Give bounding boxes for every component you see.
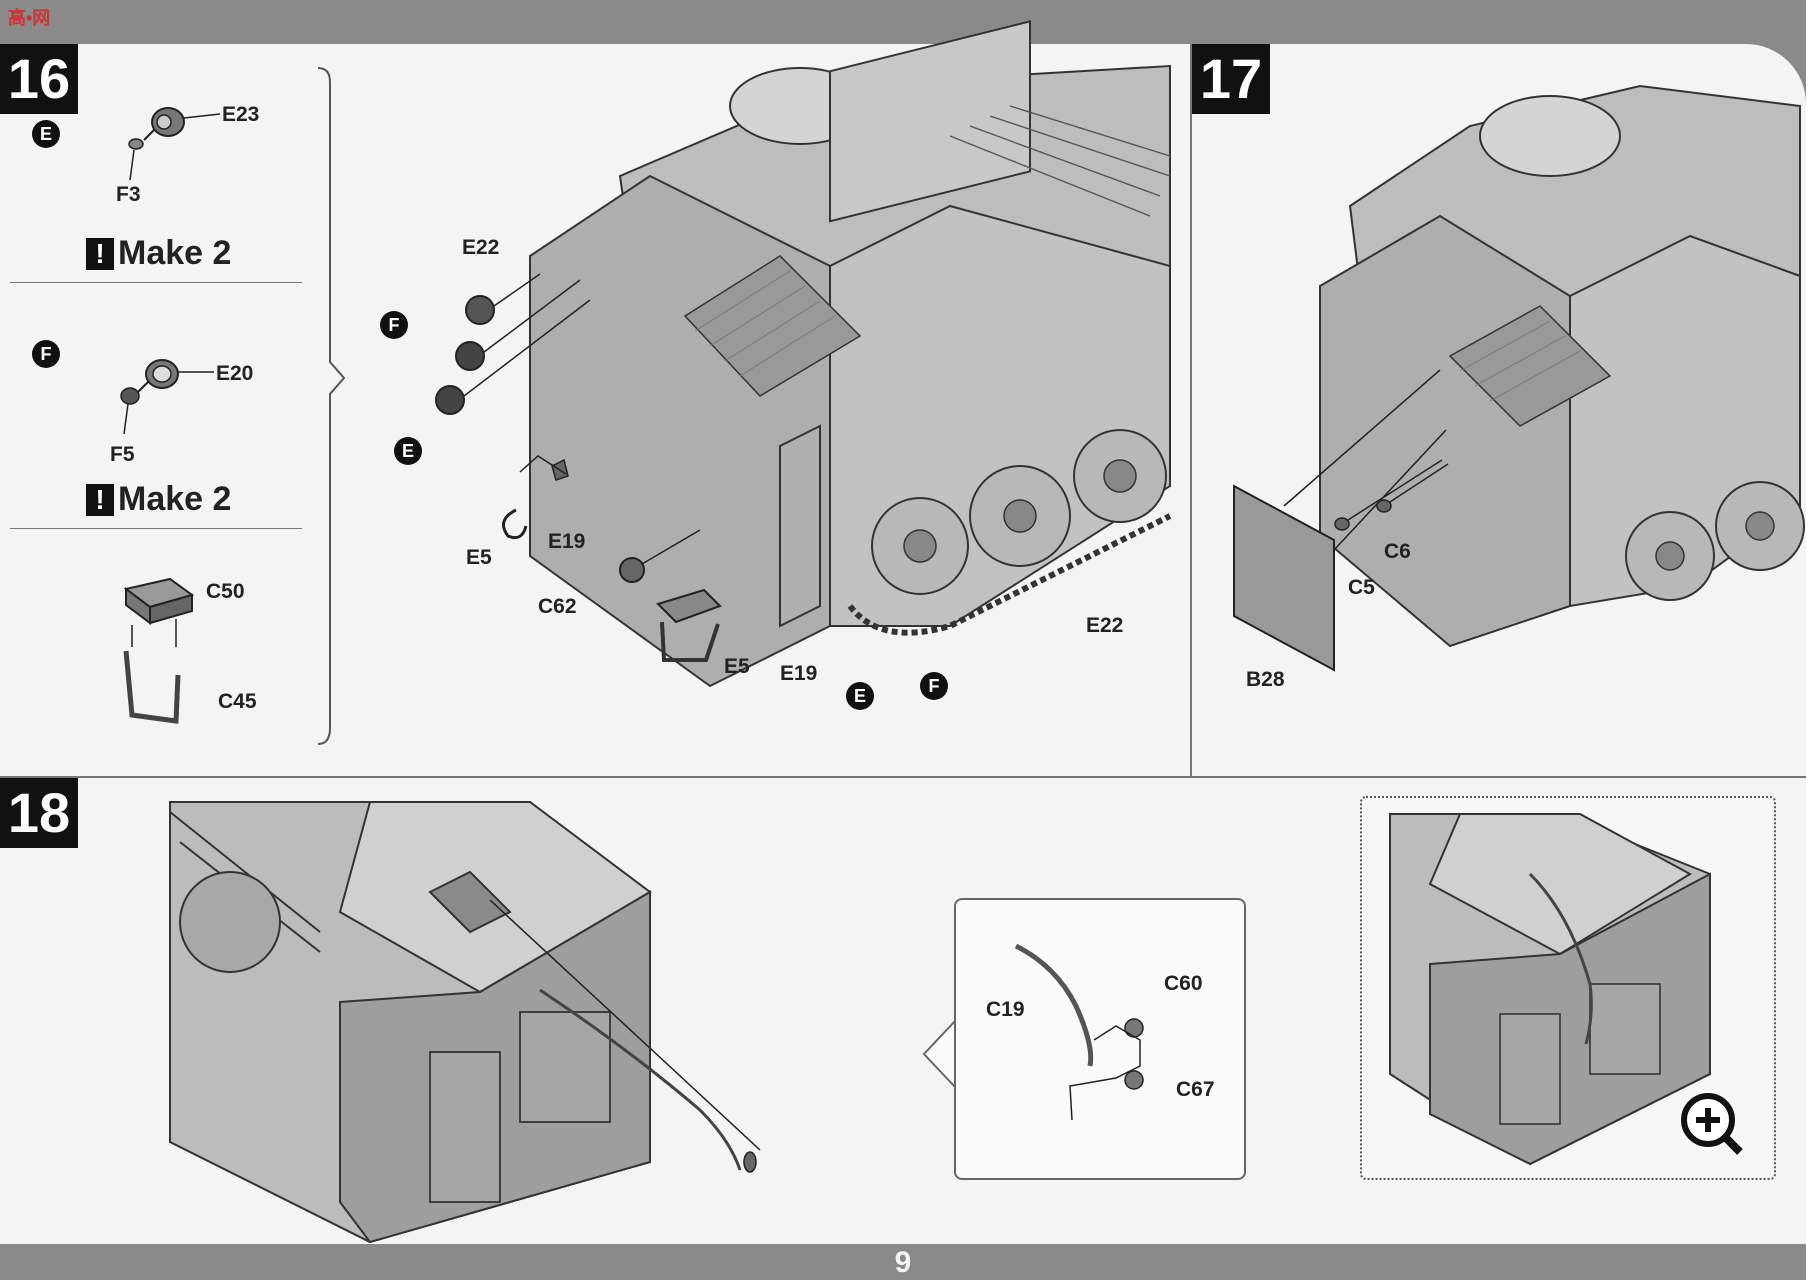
warning-icon: ! [86,483,114,516]
make-2-text-f: Make 2 [118,480,232,518]
result-view-drawing [1389,813,1711,1166]
label-f3: F3 [116,183,141,206]
vehicle-rear-step18 [169,801,652,1244]
label-e22-right: E22 [1086,614,1124,637]
label-e22-top: E22 [462,236,500,259]
step16-assembly-arrows [435,273,722,662]
marker-e: E [32,120,60,148]
label-e5-right: E5 [724,655,750,678]
label-f5: F5 [110,443,135,466]
watermark: 高•网 [8,8,51,28]
zoom-in-icon[interactable] [1680,1092,1744,1156]
marker-e-16b: E [846,682,874,710]
step-number-18: 18 [0,778,78,848]
make-2-text-e: Make 2 [118,234,232,272]
marker-e-16a: E [394,437,422,465]
part-e20-f5-drawing [120,359,214,435]
step-number-17: 17 [1192,44,1270,114]
label-c19: C19 [986,998,1025,1021]
step17-assembly-arrows [1233,369,1449,672]
label-c62: C62 [538,595,577,618]
label-e20: E20 [216,362,254,385]
group-bracket [317,67,346,745]
part-e23-f3-drawing [128,107,221,181]
marker-f-16a: F [380,311,408,339]
divider-16-f [10,528,302,529]
divider-16-e [10,282,302,283]
cable-detail-drawing [1014,943,1144,1121]
label-c5: C5 [1348,576,1375,599]
part-c50-c45-drawing [123,577,195,724]
label-e19-right: E19 [780,662,818,685]
label-c45: C45 [218,690,257,713]
make-2-label-f: ! Make 2 [86,480,231,519]
page-number: 9 [894,1246,912,1279]
detail-box-cable [954,898,1246,1180]
label-e5-left: E5 [466,546,492,569]
divider-row [0,776,1806,778]
step-number-16: 16 [0,44,78,114]
label-b28: B28 [1246,668,1285,691]
marker-f-16b: F [920,672,948,700]
footer-bar [0,1244,1806,1280]
tow-cable-arrow [489,899,761,1173]
label-e23: E23 [222,103,260,126]
make-2-label-e: ! Make 2 [86,234,231,273]
label-e19-left: E19 [548,530,586,553]
vehicle-rear-step16 [529,20,1172,688]
label-c50: C50 [206,580,245,603]
detail-pointer [922,1019,957,1089]
label-c67: C67 [1176,1078,1215,1101]
warning-icon: ! [86,237,114,270]
label-c60: C60 [1164,972,1203,995]
divider-16-17 [1190,44,1192,777]
marker-f: F [32,340,60,368]
label-c6: C6 [1384,540,1411,563]
